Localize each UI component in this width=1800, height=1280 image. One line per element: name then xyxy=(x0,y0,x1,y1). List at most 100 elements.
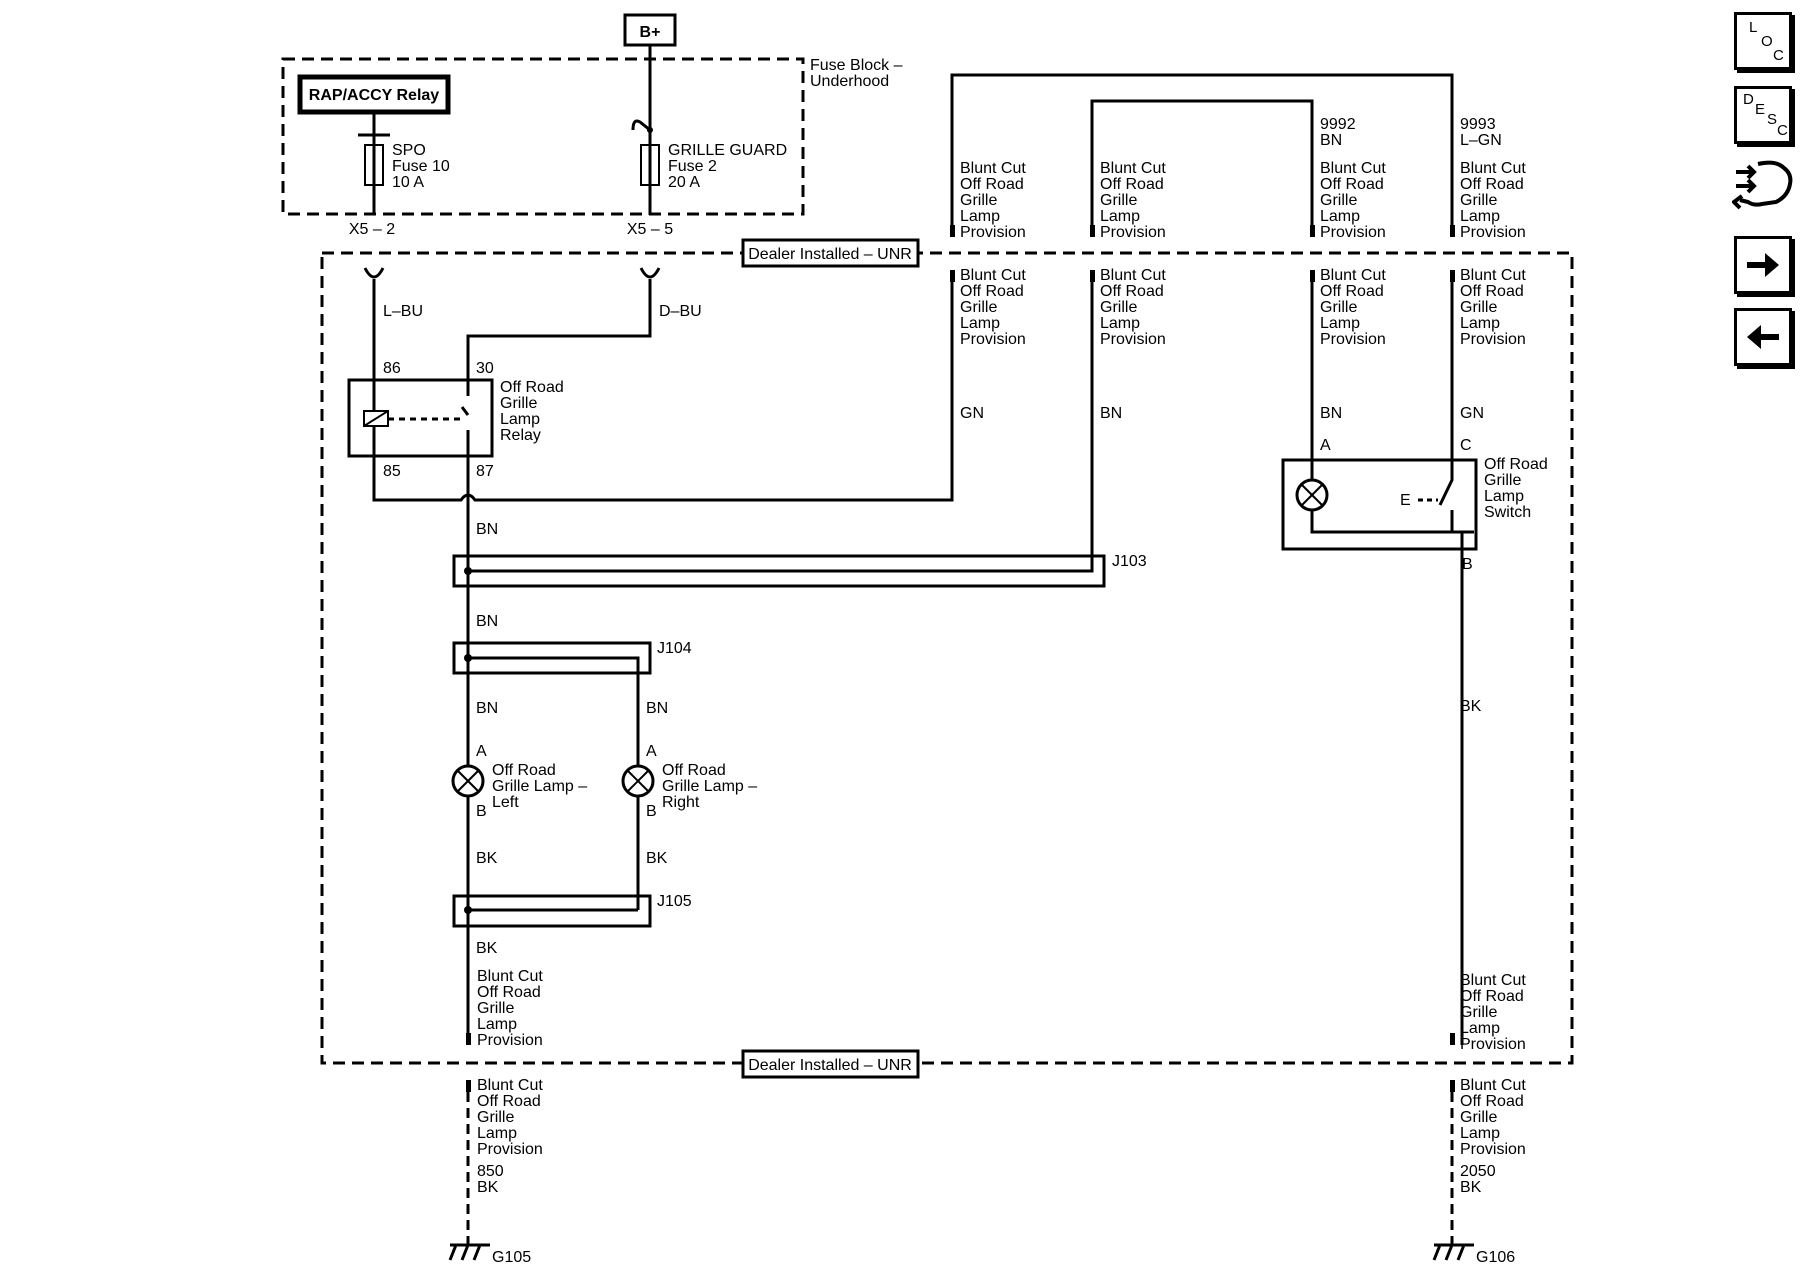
fuse-block-label-2: Underhood xyxy=(810,73,889,90)
spo-fuse-rating: 10 A xyxy=(392,174,424,191)
splice-j104 xyxy=(452,641,652,675)
blunt-cut-line: Grille xyxy=(1460,299,1497,316)
blunt-cut-line: Blunt Cut xyxy=(1320,267,1386,284)
blunt-cut-bottom-right-outer: Blunt Cut Off Road Grille Lamp Provision xyxy=(1450,1077,1526,1158)
wire-color-bk-3: BK xyxy=(476,940,498,957)
desc-letter: E xyxy=(1755,101,1766,118)
grille-guard-fuse-rating: 20 A xyxy=(668,174,700,191)
switch-pin-b: B xyxy=(1462,556,1473,573)
splice-j105-label: J105 xyxy=(657,893,692,910)
blunt-cut-line: Provision xyxy=(477,1032,543,1049)
dealer-installed-top-tag xyxy=(741,238,920,268)
blunt-cut-line: Blunt Cut xyxy=(1100,160,1166,177)
blunt-cut-line: Grille xyxy=(1320,299,1357,316)
wire-color-bn-6: BN xyxy=(1320,405,1342,422)
wire-color-lbu: L–BU xyxy=(383,303,423,320)
lamp-right-label-1: Off Road xyxy=(662,762,726,779)
blunt-cut-top-3: Blunt Cut Off Road Grille Lamp Provision xyxy=(1310,160,1386,241)
blunt-cut-line: Off Road xyxy=(1100,176,1164,193)
blunt-cut-line: Provision xyxy=(1460,224,1526,241)
blunt-cut-line: Blunt Cut xyxy=(477,1077,543,1094)
switch-label-2: Grille xyxy=(1484,472,1521,489)
off-road-switch-box xyxy=(1281,458,1478,551)
fuse-block-boundary xyxy=(281,57,805,216)
blunt-cut-line: Provision xyxy=(960,331,1026,348)
blunt-cut-bottom-left-inner: Blunt Cut Off Road Grille Lamp Provision xyxy=(466,968,543,1049)
grille-guard-fuse-number: Fuse 2 xyxy=(668,158,717,175)
arrow-left-icon xyxy=(1747,325,1779,349)
blunt-cut-line: Provision xyxy=(1460,331,1526,348)
blunt-cut-inner-1: Blunt Cut Off Road Grille Lamp Provision xyxy=(950,267,1026,348)
desc-letter: S xyxy=(1767,111,1778,128)
blunt-cut-line: Lamp xyxy=(1100,208,1140,225)
blunt-cut-line: Off Road xyxy=(477,984,541,1001)
blunt-cut-line: Off Road xyxy=(1460,176,1524,193)
next-page-button[interactable] xyxy=(1734,236,1792,294)
splice-j104-label: J104 xyxy=(657,640,692,657)
blunt-cut-inner-3: Blunt Cut Off Road Grille Lamp Provision xyxy=(1310,267,1386,348)
blunt-cut-line: Grille xyxy=(1460,1109,1497,1126)
blunt-cut-line: Blunt Cut xyxy=(1460,160,1526,177)
ground-g105-label: G105 xyxy=(492,1249,531,1266)
location-button[interactable]: L O C xyxy=(1734,12,1792,70)
loc-letter: L xyxy=(1749,19,1758,36)
grille-guard-fuse-name: GRILLE GUARD xyxy=(668,142,787,159)
circuit-9993-color: L–GN xyxy=(1460,132,1502,149)
connector-tool-icon[interactable] xyxy=(1730,156,1796,218)
ground-g106-icon xyxy=(1432,1243,1474,1261)
ground-g105-icon xyxy=(448,1243,490,1261)
switch-pin-c: C xyxy=(1460,437,1472,454)
blunt-cut-line: Provision xyxy=(1460,1036,1526,1053)
lamp-left-label-2: Grille Lamp – xyxy=(492,778,587,795)
switch-actuator-icon: E xyxy=(1400,492,1411,509)
blunt-cut-top-1: Blunt Cut Off Road Grille Lamp Provision xyxy=(950,160,1026,241)
spo-fuse-number: Fuse 10 xyxy=(392,158,450,175)
blunt-cut-line: Blunt Cut xyxy=(960,267,1026,284)
blunt-cut-bottom-left-outer: Blunt Cut Off Road Grille Lamp Provision xyxy=(466,1077,543,1158)
blunt-cut-line: Grille xyxy=(477,1000,514,1017)
lamp-left-pin-b: B xyxy=(476,803,487,820)
blunt-cut-line: Grille xyxy=(1460,192,1497,209)
lamp-left-label-3: Left xyxy=(492,794,519,811)
wire-color-gn-2: GN xyxy=(1460,405,1484,422)
lamp-left-pin-a: A xyxy=(476,743,487,760)
blunt-cut-line: Off Road xyxy=(1320,176,1384,193)
blunt-cut-line: Grille xyxy=(960,192,997,209)
blunt-cut-line: Provision xyxy=(960,224,1026,241)
relay-pin-86: 86 xyxy=(383,360,401,377)
description-button[interactable]: D E S C xyxy=(1734,86,1792,144)
blunt-cut-line: Lamp xyxy=(1460,1125,1500,1142)
wire-color-bn-3: BN xyxy=(476,613,498,630)
dealer-installed-bottom-tag xyxy=(741,1049,920,1079)
blunt-cut-line: Grille xyxy=(477,1109,514,1126)
blunt-cut-line: Blunt Cut xyxy=(960,160,1026,177)
blunt-cut-line: Lamp xyxy=(1320,208,1360,225)
circuit-850-number: 850 xyxy=(477,1163,504,1180)
blunt-cut-line: Off Road xyxy=(1460,283,1524,300)
splice-j103 xyxy=(452,554,1106,588)
switch-indicator-lamp-icon xyxy=(1295,478,1329,512)
blunt-cut-line: Lamp xyxy=(960,208,1000,225)
circuit-850-color: BK xyxy=(477,1179,499,1196)
loc-letter: O xyxy=(1761,33,1773,50)
blunt-cut-line: Off Road xyxy=(1100,283,1164,300)
blunt-cut-line: Provision xyxy=(477,1141,543,1158)
connector-x5-2: X5 – 2 xyxy=(349,221,395,238)
lamp-left-icon xyxy=(451,764,485,798)
previous-page-button[interactable] xyxy=(1734,308,1792,366)
lamp-left-label-1: Off Road xyxy=(492,762,556,779)
switch-pin-a: A xyxy=(1320,437,1331,454)
blunt-cut-top-2: Blunt Cut Off Road Grille Lamp Provision xyxy=(1090,160,1166,241)
blunt-cut-line: Lamp xyxy=(1460,1020,1500,1037)
splice-j105 xyxy=(452,894,652,928)
blunt-cut-line: Blunt Cut xyxy=(1320,160,1386,177)
blunt-cut-line: Off Road xyxy=(960,176,1024,193)
blunt-cut-line: Blunt Cut xyxy=(1460,972,1526,989)
blunt-cut-line: Off Road xyxy=(1460,988,1524,1005)
lamp-right-label-2: Grille Lamp – xyxy=(662,778,757,795)
blunt-cut-line: Provision xyxy=(1460,1141,1526,1158)
dealer-installed-boundary xyxy=(320,251,1574,1065)
switch-label-4: Switch xyxy=(1484,504,1531,521)
blunt-cut-line: Lamp xyxy=(960,315,1000,332)
ground-g106-label: G106 xyxy=(1476,1249,1515,1266)
